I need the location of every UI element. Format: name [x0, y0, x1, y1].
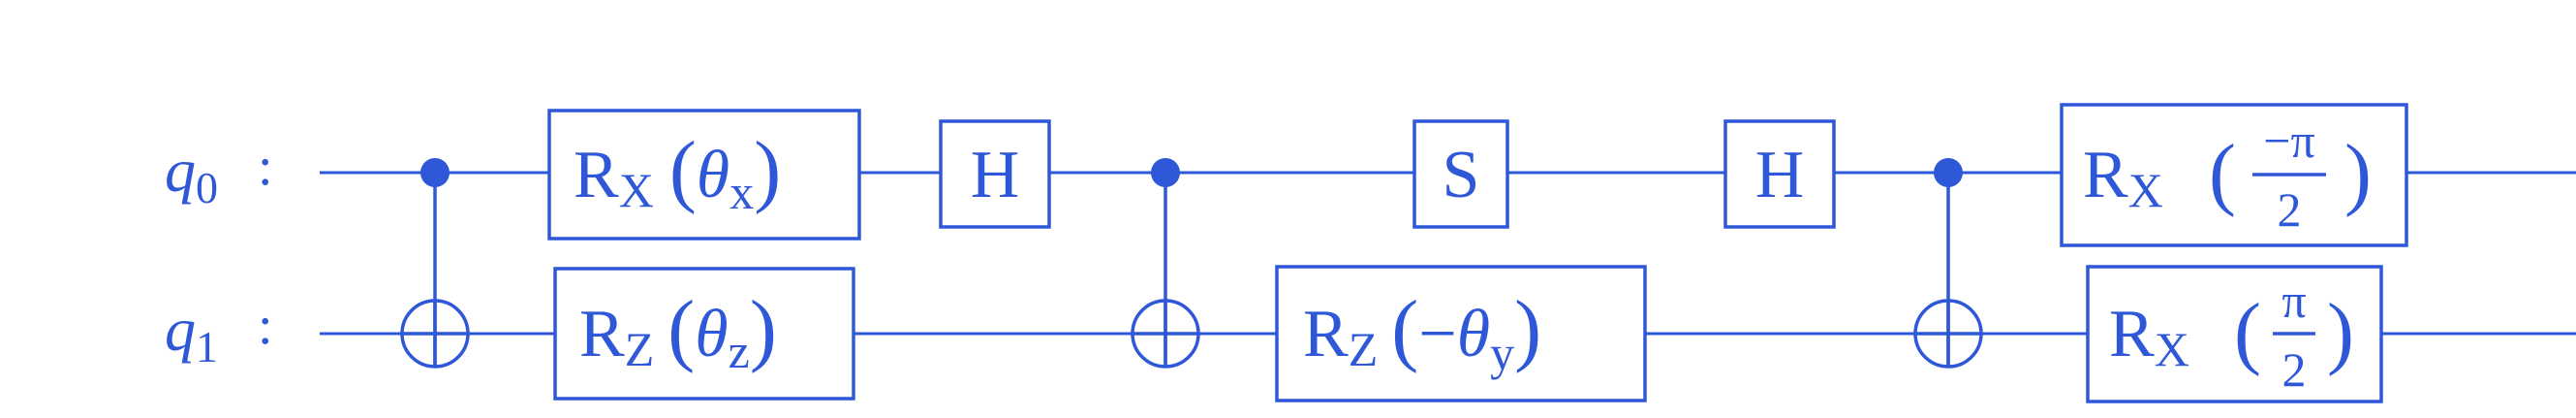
gate-s-label: S [1443, 138, 1480, 212]
gate-rz-neg-theta-y-symbol-sub: y [1490, 326, 1514, 380]
gate-rz-neg-theta-y-open: ( [1391, 284, 1418, 374]
gate-rz-theta-z: RZ(θz) [553, 267, 855, 401]
gate-rz-neg-theta-y-sub: Z [1349, 322, 1379, 376]
gate-rx-neg-pi-over-2-close: ) [2344, 128, 2372, 218]
gate-h-first-label: H [971, 138, 1020, 212]
svg-text:RX: RX [2083, 138, 2163, 217]
gate-rx-neg-pi-over-2-sub: X [2128, 163, 2163, 217]
gate-rx-neg-pi-over-2-denominator: 2 [2278, 182, 2302, 237]
gate-rx-pi-over-2: RX ( π 2 ) [2086, 265, 2383, 403]
gate-h-first-box [939, 119, 1051, 229]
qubit-label-q0-colon: : [258, 137, 273, 197]
gate-rz-theta-z-box [553, 267, 855, 401]
gate-rx-pi-over-2-numerator: π [2281, 273, 2306, 328]
gate-rz-theta-z-sub: Z [625, 322, 655, 376]
gate-rz-neg-theta-y-minus: − [1418, 297, 1456, 371]
gate-rx-neg-pi-over-2-open: ( [2209, 128, 2236, 218]
gate-rx-theta-x: RX (θx) [547, 109, 861, 241]
gate-rz-neg-theta-y: RZ(−θy) [1275, 265, 1647, 402]
gate-rz-neg-theta-y-base: R [1303, 297, 1349, 371]
qubit-label-q0-index: 0 [196, 163, 218, 212]
gate-rz-neg-theta-y-box [1275, 265, 1647, 402]
gate-rz-theta-z-symbol-sub: z [729, 324, 750, 378]
qubit-label-q0: q0 : [165, 136, 273, 212]
qubit-label-q1-index: 1 [196, 322, 218, 371]
gate-rx-pi-over-2-base: R [2109, 297, 2155, 371]
gate-rz-theta-z-symbol: θ [695, 297, 728, 371]
qubit-label-q1-colon: : [258, 296, 273, 356]
gate-rx-pi-over-2-sub: X [2155, 322, 2189, 376]
svg-text:RZ(−θy): RZ(−θy) [1303, 284, 1541, 380]
svg-text:RX(θx): RX (θx) [574, 125, 781, 219]
gate-rz-theta-z-open: ( [667, 284, 695, 374]
svg-text:RX: RX [2109, 297, 2189, 376]
gate-h-first: H [939, 119, 1051, 229]
gate-rx-theta-x-box [547, 109, 861, 241]
cnot-1-control-dot [420, 158, 450, 187]
gate-s-box [1412, 119, 1509, 229]
gate-rx-neg-pi-over-2-box [2060, 103, 2408, 247]
gate-rx-theta-x-symbol: θ [697, 138, 729, 212]
gate-rx-neg-pi-over-2-numerator: −π [2263, 113, 2314, 168]
gate-rx-neg-pi-over-2: RX ( −π 2 ) [2060, 103, 2408, 247]
cnot-3-control-dot [1934, 158, 1963, 187]
qubit-label-q1: q1 : [165, 295, 273, 371]
gate-s: S [1412, 119, 1509, 229]
gate-h-second-label: H [1755, 138, 1805, 212]
gate-rx-theta-x-symbol-sub: x [729, 165, 754, 219]
gate-rx-neg-pi-over-2-base: R [2083, 138, 2128, 212]
qubit-label-q1-name: q [165, 295, 196, 364]
gate-h-second: H [1723, 119, 1836, 229]
gate-rx-theta-x-base: R [574, 138, 619, 212]
svg-text:RZ(θz): RZ(θz) [579, 284, 777, 378]
svg-text:q0: q0 [165, 136, 218, 212]
gate-rz-neg-theta-y-symbol: θ [1457, 297, 1490, 371]
cnot-2-control-dot [1151, 158, 1180, 187]
gate-rz-theta-z-close: ) [750, 284, 777, 374]
gate-rx-pi-over-2-close: ) [2327, 287, 2354, 377]
gate-rz-neg-theta-y-close: ) [1514, 284, 1541, 374]
gate-rx-theta-x-close: ) [754, 125, 781, 215]
gate-rx-theta-x-sub: X [619, 163, 654, 217]
gate-rx-theta-x-open: ( [669, 125, 697, 215]
gate-rx-pi-over-2-denominator: 2 [2282, 342, 2307, 397]
cnot-target-crosshairs [402, 301, 1981, 367]
qubit-label-q0-name: q [165, 136, 196, 205]
gate-h-second-box [1723, 119, 1836, 229]
svg-text:q1: q1 [165, 295, 218, 371]
gate-rz-theta-z-base: R [579, 297, 625, 371]
gate-rx-pi-over-2-box [2086, 265, 2383, 403]
gate-rx-pi-over-2-open: ( [2234, 287, 2261, 377]
